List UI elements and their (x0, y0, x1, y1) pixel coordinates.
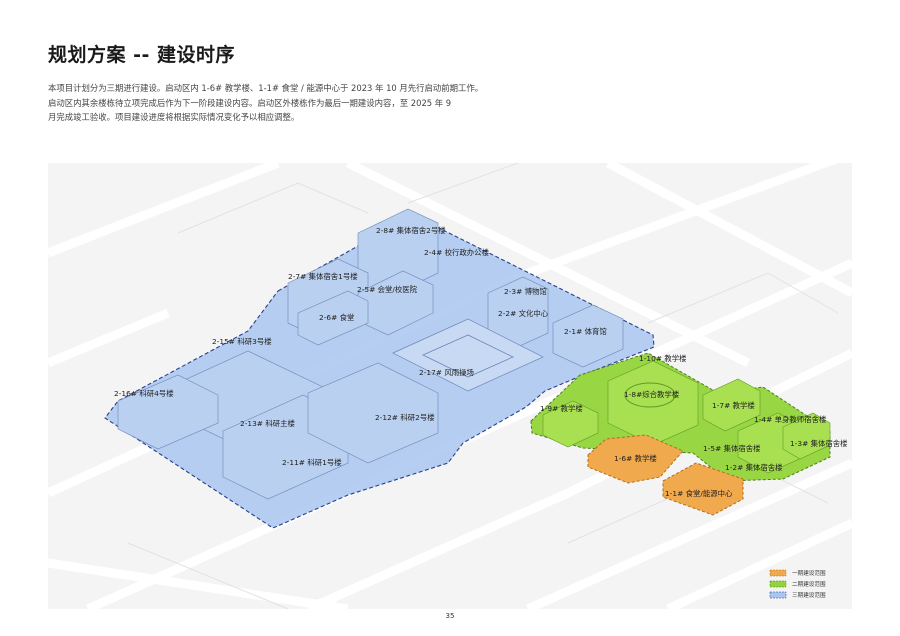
page-number: 35 (445, 612, 455, 620)
label-2-12: 2-12# 科研2号楼 (375, 413, 435, 422)
page-title: 规划方案 -- 建设时序 (48, 44, 236, 66)
label-2-5: 2-5# 会堂/校医院 (357, 285, 418, 294)
site-plan-map: 2-8# 集体宿舍2号楼 2-4# 校行政办公楼 2-7# 集体宿舍1号楼 2-… (48, 163, 852, 609)
label-1-9: 1-9# 教学楼 (540, 404, 583, 413)
label-2-4: 2-4# 校行政办公楼 (424, 248, 490, 257)
legend-label-phase3: 三期建设范围 (792, 591, 826, 599)
label-2-3: 2-3# 博物馆 (504, 287, 547, 296)
phase3-buildings (117, 208, 624, 500)
label-2-16: 2-16# 科研4号楼 (114, 389, 174, 398)
label-2-2: 2-2# 文化中心 (498, 309, 549, 318)
block-outlines (127, 163, 839, 609)
intro-line: 月完成竣工验收。项目建设进度将根据实际情况变化予以相应调整。 (48, 112, 300, 122)
legend-swatch-phase2 (769, 580, 787, 588)
phase2-buildings (542, 360, 831, 474)
label-1-7: 1-7# 教学楼 (712, 401, 755, 410)
label-2-13: 2-13# 科研主楼 (240, 419, 295, 428)
legend-swatch-phase3 (769, 591, 787, 599)
phase1-zone-teaching (587, 434, 684, 484)
legend: 一期建设范围 二期建设范围 三期建设范围 (769, 569, 826, 599)
label-2-15: 2-15# 科研3号楼 (212, 337, 272, 346)
label-1-2: 1-2# 集体宿舍楼 (725, 463, 783, 472)
intro-line: 本项目计划分为三期进行建设。启动区内 1-6# 教学楼、1-1# 食堂 / 能源… (48, 83, 484, 93)
label-1-3: 1-3# 集体宿舍楼 (790, 439, 848, 448)
building-labels: 2-8# 集体宿舍2号楼 2-4# 校行政办公楼 2-7# 集体宿舍1号楼 2-… (114, 226, 848, 498)
label-1-6: 1-6# 教学楼 (614, 454, 657, 463)
site-plan-figure: 2-8# 集体宿舍2号楼 2-4# 校行政办公楼 2-7# 集体宿舍1号楼 2-… (48, 163, 852, 609)
label-1-1: 1-1# 食堂/能源中心 (665, 489, 733, 498)
intro-paragraph: 本项目计划分为三期进行建设。启动区内 1-6# 教学楼、1-1# 食堂 / 能源… (48, 81, 508, 125)
legend-label-phase1: 一期建设范围 (792, 569, 826, 577)
label-1-10: 1-10# 教学楼 (639, 354, 687, 363)
label-2-17: 2-17# 风雨操场 (419, 368, 474, 377)
label-2-6: 2-6# 食堂 (319, 313, 354, 322)
central-ring (624, 382, 676, 408)
phase1-zone-canteen (662, 462, 744, 516)
label-2-7: 2-7# 集体宿舍1号楼 (288, 272, 358, 281)
label-1-8: 1-8#综合教学楼 (624, 390, 680, 399)
label-2-8: 2-8# 集体宿舍2号楼 (376, 226, 446, 235)
label-1-5: 1-5# 集体宿舍楼 (703, 444, 761, 453)
legend-label-phase2: 二期建设范围 (792, 580, 826, 588)
label-2-1: 2-1# 体育馆 (564, 327, 607, 336)
intro-line: 启动区内其余楼栋待立项完成后作为下一阶段建设内容。启动区外楼栋作为最后一期建设内… (48, 97, 452, 108)
label-1-4: 1-4# 单身教师宿舍楼 (754, 415, 827, 424)
sports-field (392, 318, 544, 392)
legend-swatch-phase1 (769, 569, 787, 577)
label-2-11: 2-11# 科研1号楼 (282, 458, 342, 467)
